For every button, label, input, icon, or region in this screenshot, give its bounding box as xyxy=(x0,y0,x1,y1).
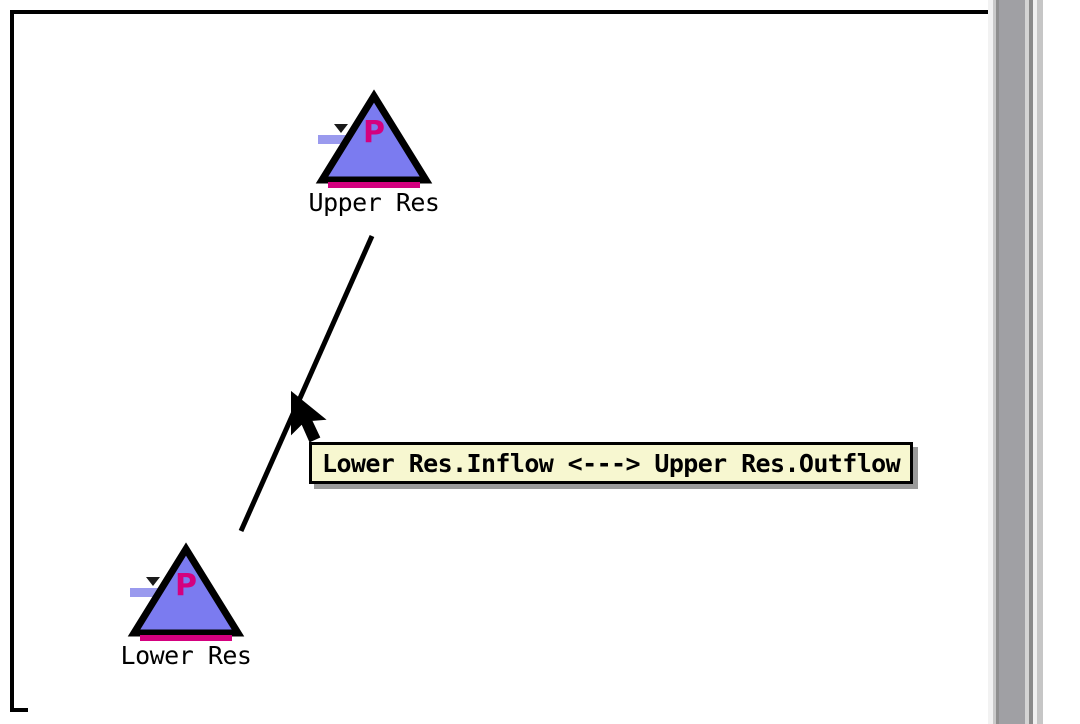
connector-line-lower-to-upper[interactable] xyxy=(238,234,375,533)
diagram-canvas[interactable]: P Upper Res P Lower Res xyxy=(28,28,1015,722)
diagram-window-frame: P Upper Res P Lower Res xyxy=(10,10,1015,722)
scrollbar-band-left-shadow xyxy=(996,0,999,724)
scrollbar-band-left-edge xyxy=(993,0,996,724)
scrollbar-band-right-shadow xyxy=(1029,0,1033,724)
vertical-scrollbar[interactable] xyxy=(988,0,1043,724)
node-upper-res[interactable]: P Upper Res xyxy=(309,88,440,217)
scrollbar-band-left-highlight xyxy=(988,0,993,724)
reservoir-triangle-icon xyxy=(315,89,433,188)
node-upper-res-label: Upper Res xyxy=(308,188,440,217)
link-tooltip-text: Lower Res.Inflow <---> Upper Res.Outflow xyxy=(322,448,901,478)
scrollbar-track[interactable] xyxy=(1037,0,1043,724)
node-lower-res-glyph[interactable]: P xyxy=(126,541,246,641)
node-upper-res-symbol: P xyxy=(363,115,385,150)
node-lower-res-label: Lower Res xyxy=(120,641,252,670)
node-lower-res[interactable]: P Lower Res xyxy=(121,541,252,670)
scrollbar-thumb[interactable] xyxy=(999,0,1025,724)
scrollbar-band-right-light xyxy=(1025,0,1029,724)
node-upper-res-glyph[interactable]: P xyxy=(314,88,434,188)
link-tooltip: Lower Res.Inflow <---> Upper Res.Outflow xyxy=(309,442,914,484)
scrollbar-band-right-highlight xyxy=(1033,0,1037,724)
arrow-pointer-icon xyxy=(291,391,327,443)
node-lower-res-symbol: P xyxy=(175,568,197,603)
reservoir-triangle-icon xyxy=(127,542,245,641)
